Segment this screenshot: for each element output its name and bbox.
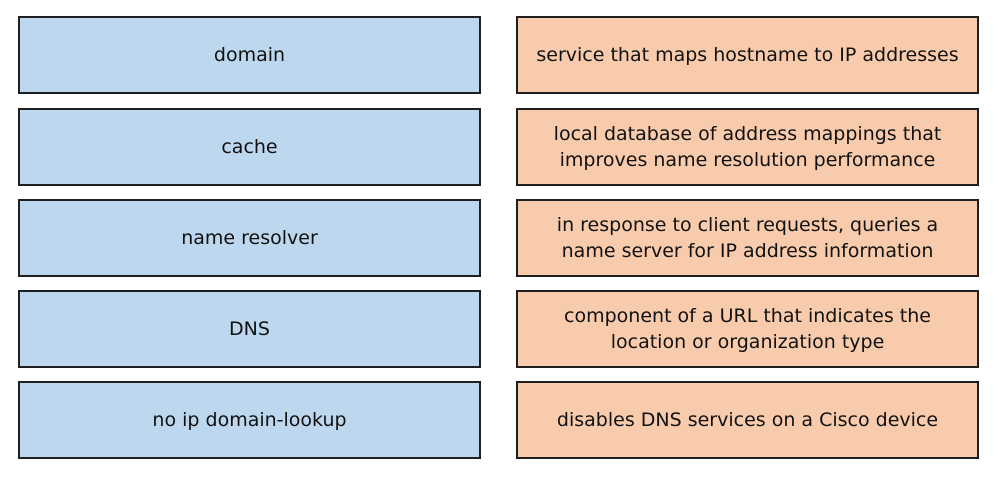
definition-card[interactable]: component of a URL that indicates the lo… [516,290,979,368]
term-card[interactable]: DNS [18,290,481,368]
definition-label: in response to client requests, queries … [556,214,939,262]
definition-label: component of a URL that indicates the lo… [564,305,931,353]
term-card[interactable]: name resolver [18,199,481,277]
definition-label: disables DNS services on a Cisco device [556,409,939,431]
term-label: cache [221,136,278,158]
term-card[interactable]: domain [18,16,481,94]
term-label: DNS [229,318,270,340]
term-label: domain [213,44,286,66]
definition-card[interactable]: local database of address mappings that … [516,108,979,186]
term-label: no ip domain-lookup [152,409,347,431]
definition-label: service that maps hostname to IP address… [536,44,959,66]
term-label: name resolver [181,227,318,249]
definition-card[interactable]: service that maps hostname to IP address… [516,16,979,94]
definition-card[interactable]: in response to client requests, queries … [516,199,979,277]
definition-card[interactable]: disables DNS services on a Cisco device [516,381,979,459]
definition-label: local database of address mappings that … [553,123,942,171]
term-card[interactable]: cache [18,108,481,186]
term-card[interactable]: no ip domain-lookup [18,381,481,459]
